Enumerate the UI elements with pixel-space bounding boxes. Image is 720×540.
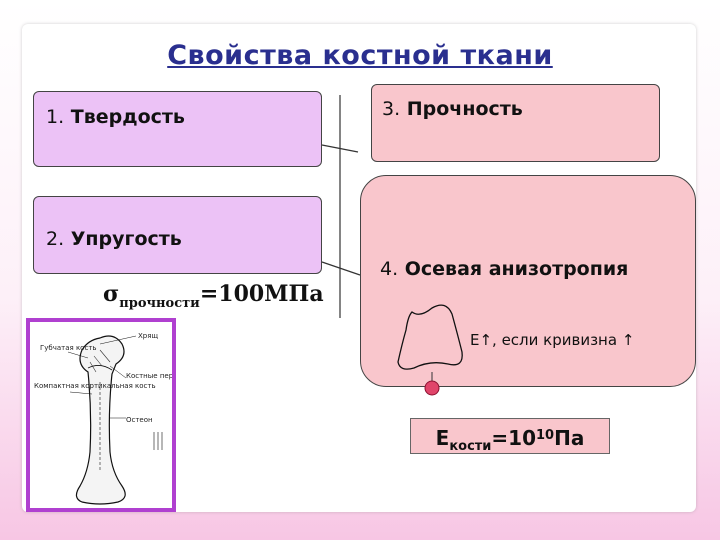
modulus-curvature-text: Е↑, если кривизна ↑ xyxy=(470,331,635,349)
slide-title: Свойства костной ткани xyxy=(167,40,553,71)
bone-label-head: Хрящ xyxy=(138,332,158,340)
bone-label-osteon: Остеон xyxy=(126,416,153,424)
elasticity-label: 2. Упругость xyxy=(46,228,182,250)
strength-label: 3. Прочность xyxy=(382,98,523,120)
bone-diagram: Хрящ Губчатая кость Костные перекладины … xyxy=(26,318,176,512)
property-box-strength xyxy=(371,84,660,162)
property-box-hardness xyxy=(33,91,322,167)
bone-label-spongy: Губчатая кость xyxy=(40,344,97,352)
property-box-anisotropy xyxy=(360,175,696,387)
anisotropy-label: 4. Осевая анизотропия xyxy=(380,258,629,280)
femur-drawing: Хрящ Губчатая кость Костные перекладины … xyxy=(34,332,172,505)
strength-formula: σпрочности=100МПа xyxy=(103,281,324,311)
property-box-elasticity xyxy=(33,196,322,274)
bone-modulus-badge: Екости=1010Па xyxy=(410,418,610,454)
bone-label-compact: Компактная кортикальная кость xyxy=(34,382,156,390)
bone-label-septa: Костные перекладины xyxy=(126,372,172,380)
hardness-label: 1. Твердость xyxy=(46,106,185,128)
